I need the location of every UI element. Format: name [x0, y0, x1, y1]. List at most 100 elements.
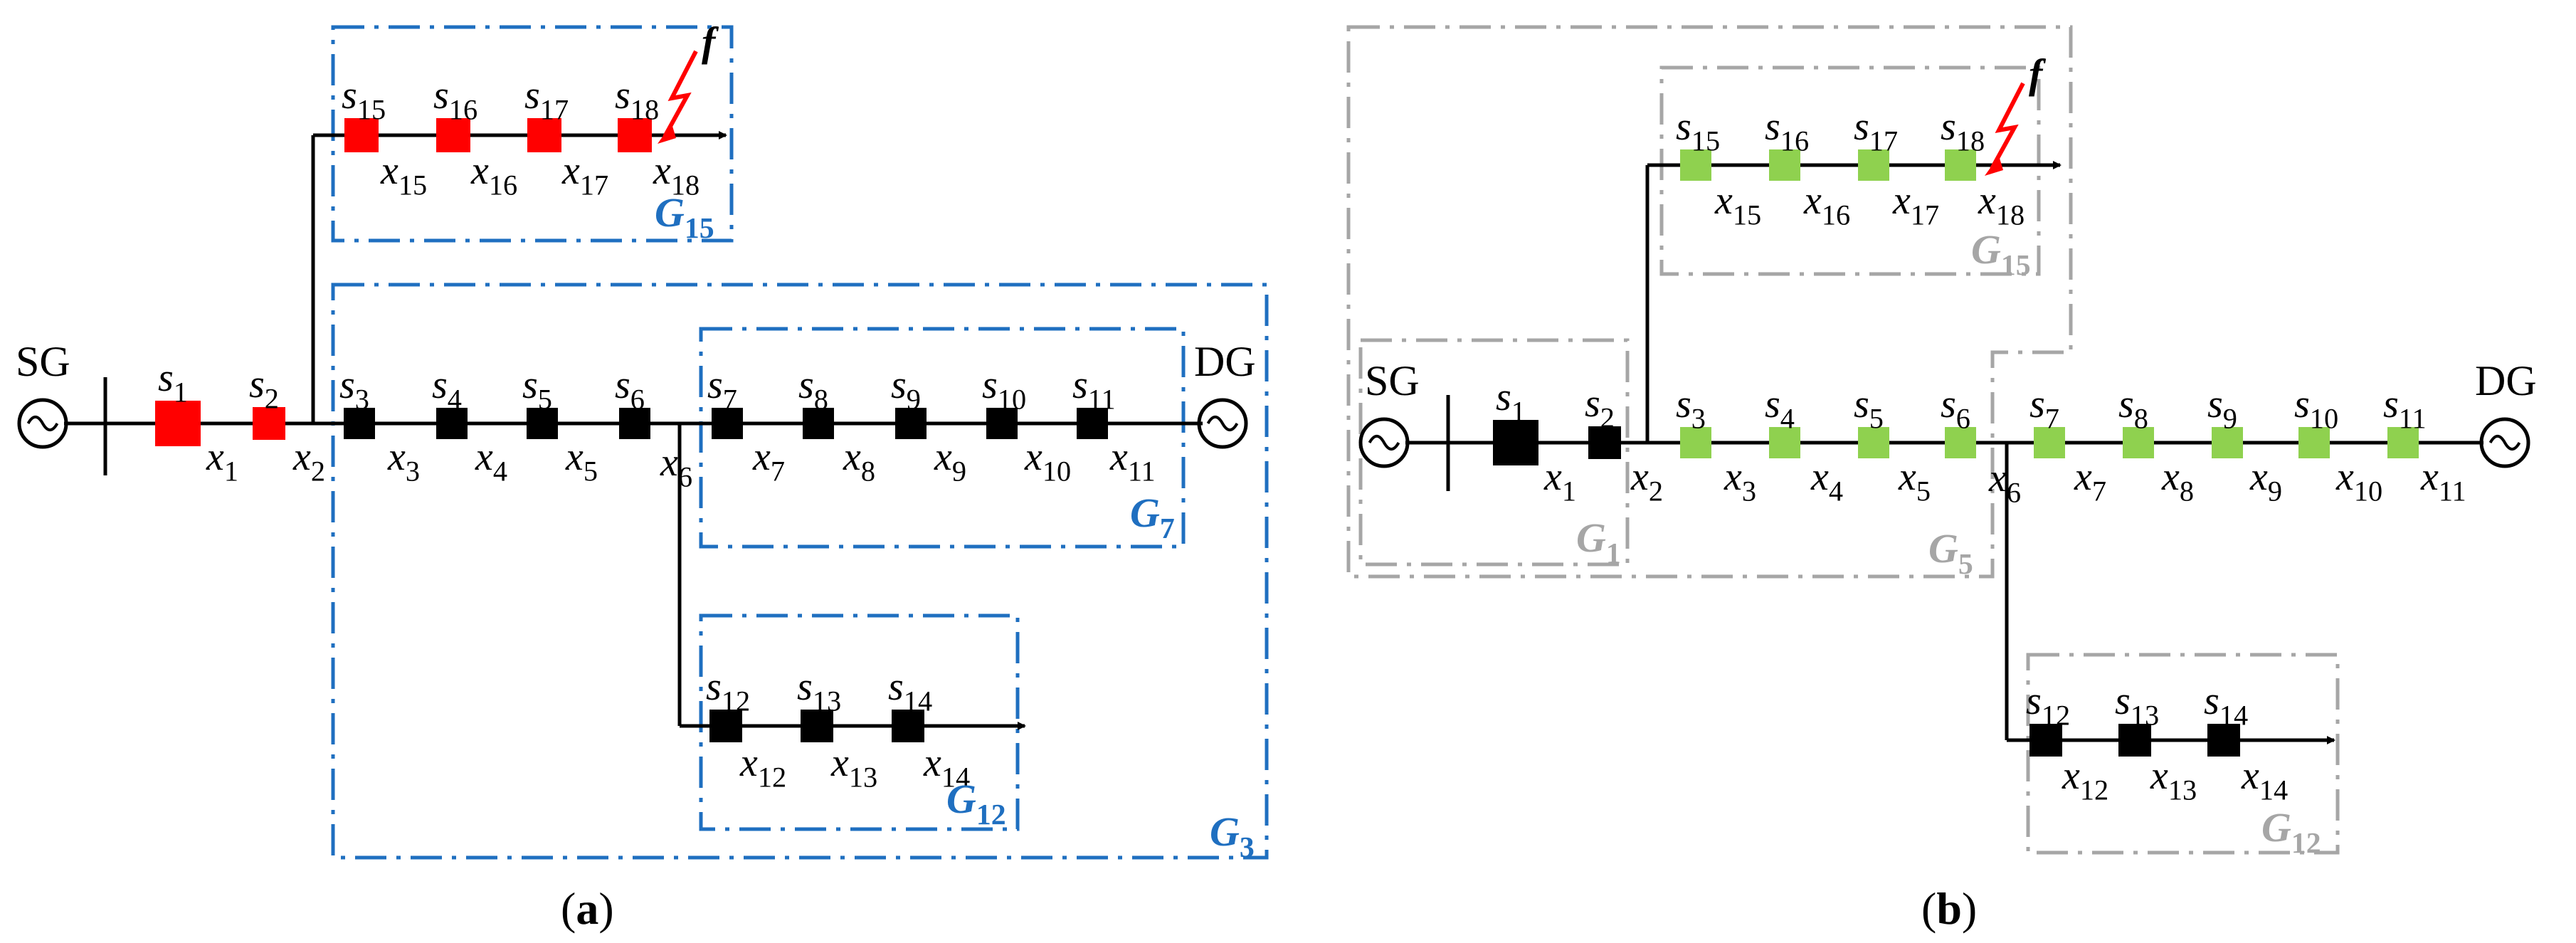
switch-label-s1: s1	[158, 356, 188, 409]
switch-label-s10: s10	[982, 363, 1026, 416]
section-label-x14: x14	[923, 741, 970, 794]
sg-source-icon	[17, 398, 68, 449]
section-label-x18: x18	[653, 149, 700, 201]
switch-label-s18: s18	[615, 73, 659, 126]
switch-label-s2: s2	[249, 362, 279, 415]
switch-label-s11: s11	[2383, 382, 2427, 435]
switch-label-s3: s3	[339, 363, 369, 416]
group-label-g7: G7	[1130, 490, 1175, 545]
switch-s10	[2298, 427, 2330, 458]
switch-s18	[618, 118, 652, 152]
switch-s9	[2212, 427, 2243, 458]
switch-s1	[1493, 420, 1538, 465]
section-label-x10: x10	[2335, 455, 2382, 507]
switch-s14	[2207, 724, 2240, 757]
switch-s13	[801, 710, 833, 742]
section-label-x6: x6	[660, 441, 692, 493]
group-boxes	[1346, 25, 2340, 855]
group-label-g5: G5	[1928, 525, 1973, 581]
switch-label-s15: s15	[1676, 105, 1720, 157]
switch-s12	[709, 710, 742, 742]
section-label-x11: x11	[1109, 435, 1156, 488]
switch-s2	[253, 407, 285, 440]
switch-s15	[344, 118, 379, 152]
switch-label-s10: s10	[2294, 382, 2338, 435]
dg-source-icon	[2479, 417, 2530, 468]
switch-label-s6: s6	[615, 363, 645, 416]
section-label-x2: x2	[292, 435, 325, 488]
section-label-x4: x4	[475, 435, 507, 488]
switch-s2	[1588, 426, 1621, 459]
section-label-x3: x3	[1724, 455, 1756, 507]
dg-source-icon	[1197, 398, 1248, 449]
switch-label-s16: s16	[1765, 105, 1809, 157]
switch-s4	[1769, 427, 1800, 458]
switch-label-s9: s9	[2207, 382, 2237, 435]
switch-label-s15: s15	[342, 73, 386, 126]
switch-s13	[2118, 724, 2151, 757]
switch-s3	[1680, 427, 1711, 458]
group-box-g15	[1659, 65, 2041, 276]
switch-s11	[1077, 408, 1108, 439]
switch-s4	[436, 408, 468, 439]
switch-label-s11: s11	[1072, 363, 1116, 416]
section-label-x2: x2	[1630, 455, 1663, 507]
switch-label-s6: s6	[1941, 382, 1970, 435]
section-label-x8: x8	[2161, 455, 2194, 507]
switch-s16	[436, 118, 470, 152]
group-label-g12: G12	[2261, 804, 2321, 860]
section-label-x16: x16	[1803, 179, 1850, 231]
fault-label: f	[2029, 51, 2047, 97]
switch-s11	[2387, 427, 2419, 458]
section-label-x3: x3	[387, 435, 420, 488]
section-label-x12: x12	[739, 741, 786, 794]
switch-label-s8: s8	[798, 363, 828, 416]
switch-label-s16: s16	[433, 73, 477, 126]
switch-s6	[1945, 427, 1976, 458]
section-label-x1: x1	[206, 435, 238, 488]
section-label-x12: x12	[2062, 754, 2108, 806]
section-label-x17: x17	[561, 149, 608, 201]
section-label-x7: x7	[2074, 455, 2106, 507]
dg-label: DG	[2475, 357, 2537, 404]
switch-label-s18: s18	[1941, 105, 1985, 157]
section-label-x1: x1	[1543, 455, 1576, 507]
switch-label-s7: s7	[707, 363, 737, 416]
switch-label-s1: s1	[1496, 375, 1526, 428]
switch-label-s9: s9	[891, 363, 921, 416]
switch-label-s17: s17	[524, 73, 569, 126]
switch-label-s13: s13	[797, 665, 841, 717]
section-label-x13: x13	[2150, 754, 2197, 806]
group-label-g12: G12	[946, 776, 1006, 831]
section-label-x10: x10	[1024, 435, 1071, 488]
switch-label-s4: s4	[1765, 382, 1795, 435]
switch-s8	[803, 408, 834, 439]
switch-label-s8: s8	[2118, 382, 2148, 435]
switch-label-s7: s7	[2029, 382, 2059, 435]
switch-s16	[1769, 149, 1800, 181]
section-label-x11: x11	[2420, 455, 2466, 507]
switch-label-s5: s5	[522, 363, 552, 416]
sg-source-icon	[1358, 417, 1410, 468]
caption-a: (a)	[561, 883, 614, 934]
sg-label: SG	[16, 338, 70, 385]
switch-label-s14: s14	[888, 665, 932, 717]
fault-label: f	[702, 19, 719, 65]
switch-s9	[895, 408, 927, 439]
switch-s3	[344, 408, 375, 439]
group-box-g12	[2026, 653, 2340, 855]
switch-label-s12: s12	[2026, 679, 2070, 732]
section-label-x5: x5	[1898, 455, 1931, 507]
switch-s17	[1858, 149, 1889, 181]
section-label-x7: x7	[752, 435, 785, 488]
group-box-g1	[1358, 338, 1630, 567]
switch-label-s17: s17	[1854, 105, 1898, 157]
sg-label: SG	[1365, 357, 1420, 404]
section-label-x15: x15	[380, 149, 427, 201]
